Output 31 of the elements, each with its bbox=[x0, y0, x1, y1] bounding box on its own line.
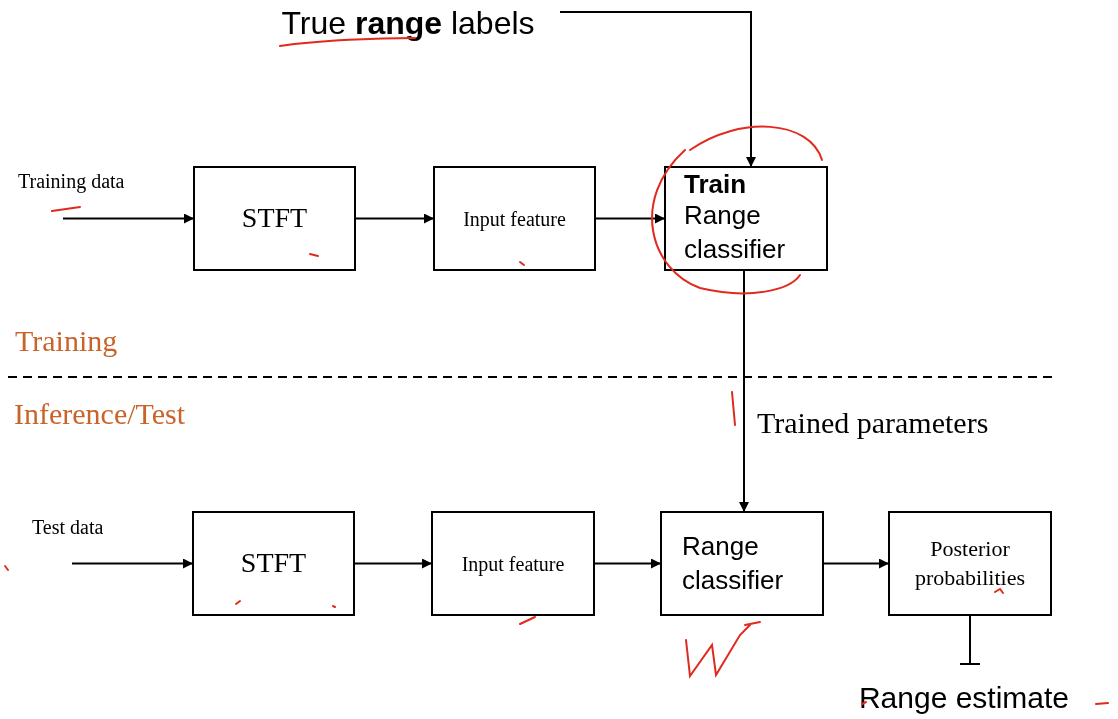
input-label: Test data bbox=[32, 516, 104, 539]
process-box bbox=[431, 511, 595, 616]
node-text: Range estimate bbox=[858, 679, 1070, 716]
box-heading: Train bbox=[684, 170, 747, 199]
process-box bbox=[192, 511, 355, 616]
line bbox=[959, 615, 981, 665]
process-box bbox=[193, 166, 356, 271]
arrow bbox=[62, 213, 194, 224]
arrow bbox=[594, 558, 661, 569]
process-box bbox=[660, 511, 824, 616]
box-label: Input feature bbox=[460, 551, 566, 577]
box-label: Range classifier bbox=[684, 199, 787, 266]
node-text: True range labels bbox=[281, 4, 535, 44]
arrow bbox=[559, 11, 756, 167]
process-box bbox=[433, 166, 596, 271]
process-box bbox=[888, 511, 1052, 616]
box-label: STFT bbox=[240, 201, 309, 236]
arrow bbox=[71, 558, 193, 569]
section-label: Training bbox=[15, 324, 118, 358]
arrow bbox=[739, 270, 749, 512]
input-label: Training data bbox=[18, 170, 125, 193]
box-label: Input feature bbox=[462, 206, 567, 232]
box-label: Range classifier bbox=[681, 529, 785, 597]
arrow bbox=[355, 213, 434, 224]
process-box bbox=[664, 166, 828, 271]
box-label: STFT bbox=[239, 546, 308, 581]
arrow bbox=[354, 558, 432, 569]
arrow bbox=[823, 558, 889, 569]
box-label: Posterior probabilities bbox=[914, 534, 1026, 592]
arrow bbox=[595, 213, 665, 224]
section-label: Inference/Test bbox=[14, 397, 186, 431]
